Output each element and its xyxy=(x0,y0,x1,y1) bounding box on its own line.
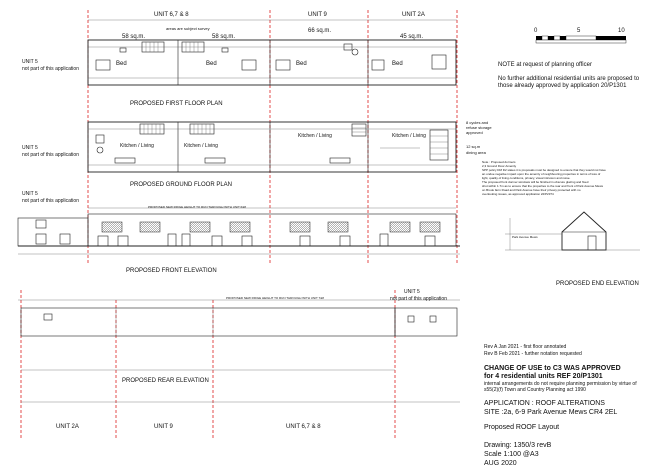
area-unit-78: 58 sq.m. xyxy=(212,34,236,40)
end-elevation xyxy=(505,211,640,251)
unit5-note-1: not part of this application xyxy=(22,66,79,72)
scale-bar xyxy=(535,35,627,44)
bed-label-1: Bed xyxy=(116,61,127,67)
drawing-date: AUG 2020 xyxy=(484,460,517,467)
unit5-label-3: UNIT 5 xyxy=(22,191,38,197)
note-line: The proposed front dormer windows will b… xyxy=(482,180,589,184)
ground-floor-plan-title: PROPOSED GROUND FLOOR PLAN xyxy=(130,182,233,188)
note-line: Note : Proposed dormers xyxy=(482,160,516,164)
bed-label-2: Bed xyxy=(206,61,217,67)
front-ridge-note: PROPOSED NEW RIDGE HEIGHT TO RUN THROUGH… xyxy=(148,205,246,209)
unit-9-header: UNIT 9 xyxy=(308,12,327,18)
drawing-number: Drawing: 1350/3 revB xyxy=(484,442,552,449)
first-floor-plan xyxy=(87,39,457,86)
revision-a: Rev A Jan 2021 - first floor annotated xyxy=(484,344,567,350)
rear-ridge-note: PROPOSED NEW RIDGE HEIGHT TO RUN THROUGH… xyxy=(226,296,324,300)
no-further-units-1: No further additional residential units … xyxy=(498,76,640,82)
unit5-note-4: not part of this application xyxy=(390,296,447,302)
kitchen-label-4: Kitchen / Living xyxy=(392,133,426,139)
unit-2a-header: UNIT 2A xyxy=(402,12,425,18)
dining-note-2: dining area xyxy=(466,150,486,155)
scale-0: 0 xyxy=(534,28,538,34)
dining-note-1: 12 sq.m xyxy=(466,144,481,149)
end-elevation-title: PROPOSED END ELEVATION xyxy=(556,281,639,287)
approval-line-3: internal arrangements do not require pla… xyxy=(484,381,637,387)
no-further-units-2: those already approved by application 20… xyxy=(498,83,627,89)
kitchen-label-3: Kitchen / Living xyxy=(298,133,332,139)
application-layout: Proposed ROOF Layout xyxy=(484,424,560,431)
first-floor-plan-title: PROPOSED FIRST FLOOR PLAN xyxy=(130,101,223,107)
note-line: on Brook farm Road and Park Avenue have … xyxy=(482,188,581,192)
rear-unit-9: UNIT 9 xyxy=(154,424,173,430)
end-elevation-road-label: Park Avenue Mews xyxy=(512,235,538,239)
area-unit-2a: 45 sq.m. xyxy=(400,34,424,40)
cycles-note-3: approved xyxy=(466,130,483,135)
ground-floor-plan xyxy=(87,121,457,173)
unit5-label-2: UNIT 5 xyxy=(22,145,38,151)
rear-unit-678: UNIT 6,7 & 8 xyxy=(286,424,321,430)
bed-label-3: Bed xyxy=(296,61,307,67)
note-line: light, quality of living conditions, pri… xyxy=(482,176,571,180)
bed-label-4: Bed xyxy=(392,61,403,67)
note-line: SPP policy DM D2 states it is proposals … xyxy=(482,168,606,172)
unit5-label-4: UNIT 5 xyxy=(404,289,420,295)
application-site: SITE :2a, 6-9 Park Avenue Mews CR4 2EL xyxy=(484,409,618,416)
drawing-scale: Scale 1:100 @A3 xyxy=(484,451,539,458)
unit5-note-3: not part of this application xyxy=(22,198,79,204)
front-elevation xyxy=(17,207,460,255)
application-title: APPLICATION : ROOF ALTERATIONS xyxy=(484,400,605,407)
approval-line-1: CHANGE OF USE to C3 WAS APPROVED xyxy=(484,365,621,372)
kitchen-label-2: Kitchen / Living xyxy=(184,143,218,149)
area-unit-9: 66 sq.m. xyxy=(308,28,332,34)
rear-elevation xyxy=(18,299,460,403)
cycles-note-2: refuse storage xyxy=(466,125,492,130)
approval-line-4: s55(2)(f) Town and Country Planning act … xyxy=(484,387,586,393)
unit-678-header: UNIT 6,7 & 8 xyxy=(154,12,189,18)
dormer-note-block: Note : Proposed dormers 2,3 Ground Floor… xyxy=(482,160,662,196)
approval-line-2: for 4 residential units REF 20/P1301 xyxy=(484,373,603,380)
note-line: 2,3 Ground Floor Amenity xyxy=(482,164,517,168)
kitchen-label-1: Kitchen / Living xyxy=(120,143,154,149)
area-unit-6: 58 sq.m. xyxy=(122,34,146,40)
rear-elevation-title: PROPOSED REAR ELEVATION xyxy=(122,378,209,384)
note-line: shut within 1.7m as to ensure that the p… xyxy=(482,184,604,188)
note-line: an undue negative impact upon the amenit… xyxy=(482,172,601,176)
area-note: areas are subject survey xyxy=(166,26,210,31)
scale-5: 5 xyxy=(577,28,581,34)
rear-unit-2a: UNIT 2A xyxy=(56,424,79,430)
front-elevation-title: PROPOSED FRONT ELEVATION xyxy=(126,268,217,274)
scale-10: 10 xyxy=(618,28,625,34)
planning-officer-note: NOTE at request of planning officer xyxy=(498,62,592,68)
revision-b: Rev B Feb 2021 - further notation reques… xyxy=(484,351,582,357)
note-line: overlooking issues, as approved applicat… xyxy=(482,192,554,196)
cycles-note-1: 8 cycles and xyxy=(466,120,489,125)
unit5-label-1: UNIT 5 xyxy=(22,59,38,65)
unit5-note-2: not part of this application xyxy=(22,152,79,158)
